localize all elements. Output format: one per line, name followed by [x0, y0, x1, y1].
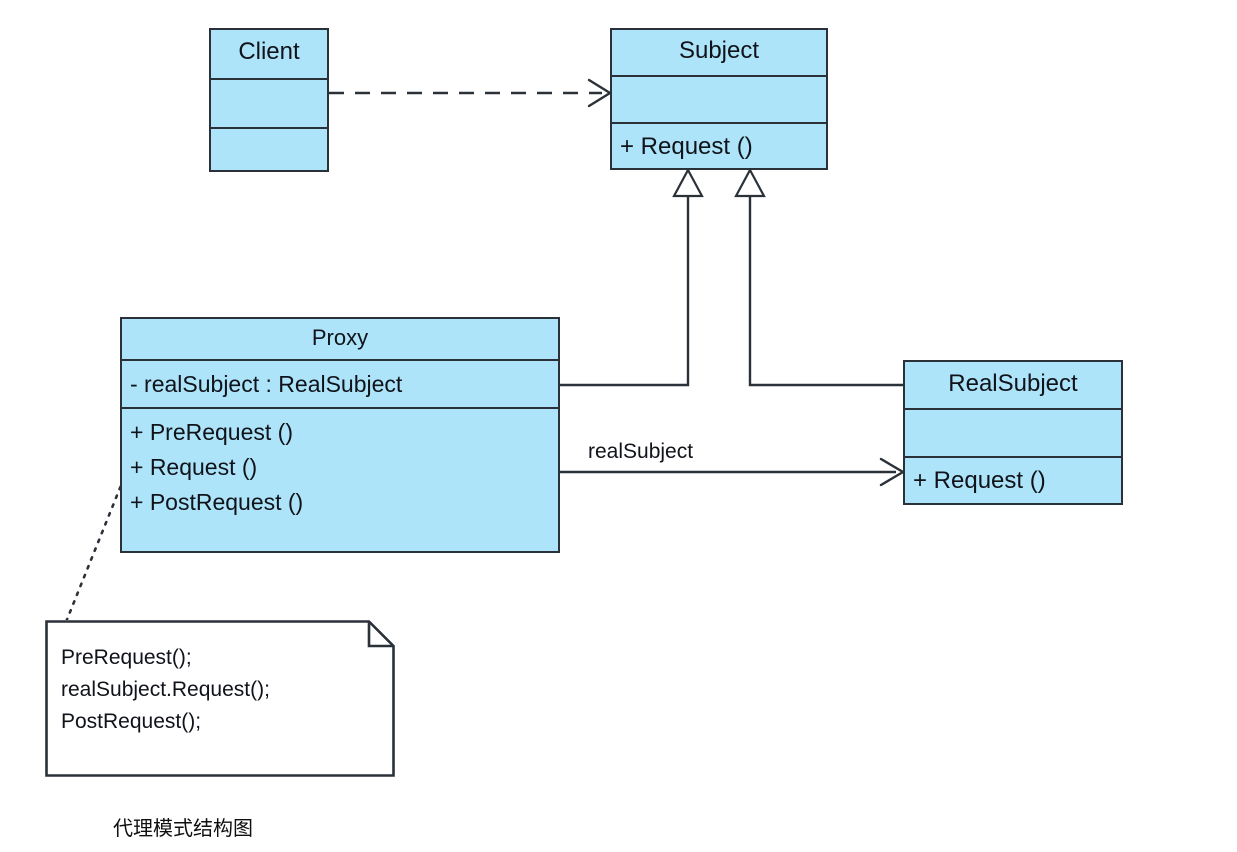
- open-arrowhead: [587, 78, 613, 108]
- uml-class-proxy[interactable]: Proxy - realSubject : RealSubject + PreR…: [120, 317, 560, 553]
- class-name-label: Proxy: [311, 325, 369, 350]
- edge-client-uses-subject: [329, 78, 613, 108]
- note-folded-corner-icon: [367, 621, 394, 648]
- attributes-compartment: [905, 408, 1121, 455]
- hollow-triangle-arrowhead: [734, 167, 766, 198]
- operations-compartment: + Request (): [612, 121, 826, 168]
- class-name-compartment: Client: [211, 30, 327, 78]
- note-anchor-line: [64, 476, 126, 624]
- uml-class-subject[interactable]: Subject + Request (): [610, 28, 828, 170]
- note-outline: [45, 620, 395, 777]
- uml-class-realsubject[interactable]: RealSubject + Request (): [903, 360, 1123, 505]
- generalization-line: [748, 188, 903, 387]
- class-name-label: Subject: [678, 37, 760, 64]
- attributes-compartment: - realSubject : RealSubject: [122, 359, 558, 407]
- note-text-line: PostRequest();: [61, 710, 202, 733]
- edge-proxy-note-anchor: [64, 476, 126, 624]
- class-name-label: RealSubject: [948, 370, 1078, 397]
- attribute-row: - realSubject : RealSubject: [130, 371, 403, 397]
- open-arrowhead: [879, 457, 906, 487]
- attributes-compartment: [211, 78, 327, 127]
- uml-class-client[interactable]: Client: [209, 28, 329, 172]
- class-name-compartment: Subject: [612, 30, 826, 75]
- operation-row: + Request (): [913, 466, 1046, 494]
- operation-row: + PreRequest (): [130, 419, 293, 445]
- class-name-compartment: RealSubject: [905, 362, 1121, 408]
- operations-compartment: [211, 127, 327, 170]
- operations-compartment: + PreRequest () + Request () + PostReque…: [122, 407, 558, 551]
- association-label-realsubject: realSubject: [588, 440, 694, 463]
- note-shape: [45, 620, 395, 777]
- edge-realsubject-implements-subject: [734, 167, 903, 387]
- figure-caption: 代理模式结构图: [113, 818, 253, 840]
- note-body: PreRequest(); realSubject.Request(); Pos…: [45, 620, 395, 777]
- operation-row: + Request (): [620, 132, 753, 160]
- class-name-compartment: Proxy: [122, 319, 558, 359]
- operation-row: + Request (): [130, 454, 258, 480]
- attributes-compartment: [612, 75, 826, 121]
- class-name-label: Client: [238, 38, 300, 65]
- note-text-line: PreRequest();: [61, 646, 192, 669]
- hollow-triangle-arrowhead: [672, 167, 704, 198]
- edge-proxy-implements-subject: [560, 167, 704, 387]
- uml-note-proxy-implementation[interactable]: PreRequest(); realSubject.Request(); Pos…: [45, 620, 395, 777]
- operations-compartment: + Request (): [905, 455, 1121, 503]
- operation-row: + PostRequest (): [130, 489, 304, 515]
- note-text-line: realSubject.Request();: [61, 678, 270, 701]
- generalization-line: [560, 188, 690, 387]
